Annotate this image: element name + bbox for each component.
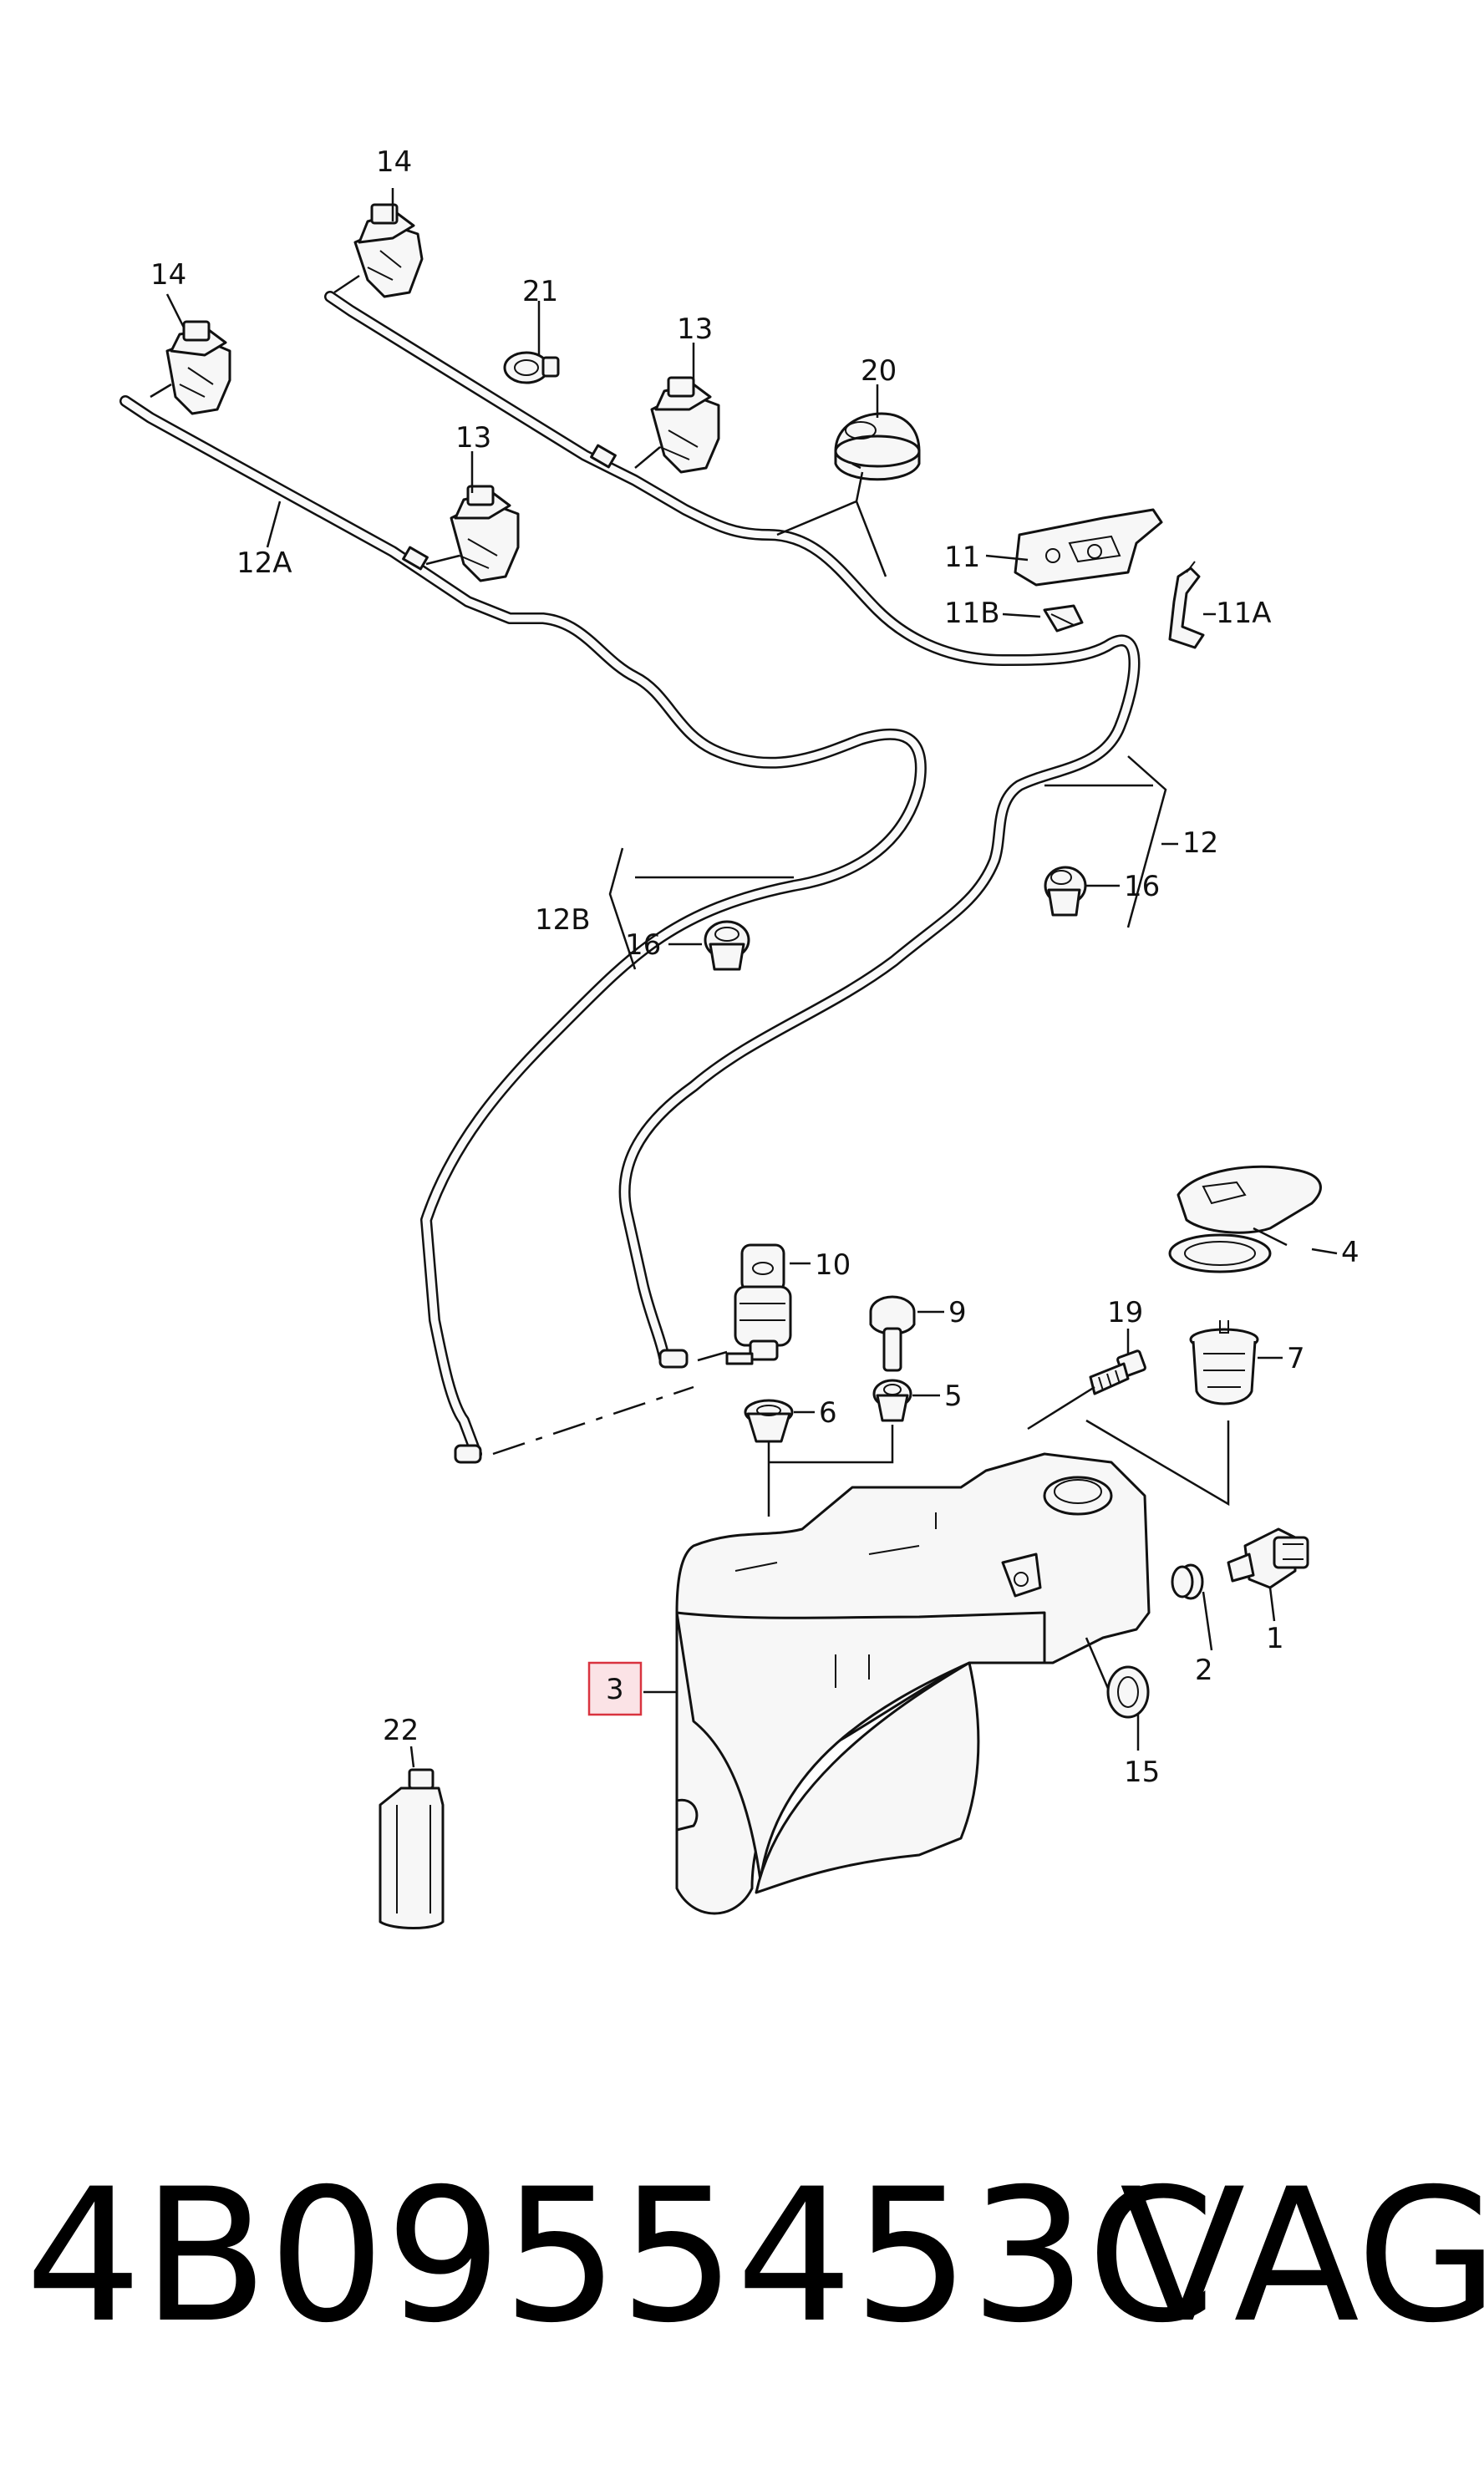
highlight-box-part-3 — [587, 1661, 643, 1716]
clip-11b — [1043, 604, 1084, 633]
label-16-right: 16 — [1124, 870, 1160, 903]
label-2: 2 — [1195, 1654, 1213, 1687]
label-13-right: 13 — [677, 313, 713, 346]
label-12a: 12A — [236, 546, 292, 580]
hose-12a — [119, 395, 927, 1460]
label-10: 10 — [815, 1248, 851, 1282]
nozzle-13-right — [634, 376, 720, 474]
label-12b: 12B — [535, 903, 591, 937]
filler-cap-4 — [1168, 1165, 1322, 1273]
label-11: 11 — [944, 541, 980, 574]
leader-20-fork — [776, 471, 887, 577]
t-connector-12a — [402, 546, 429, 571]
connector-line-pump — [697, 1350, 728, 1362]
label-11a: 11A — [1216, 597, 1272, 630]
grommet-6 — [744, 1399, 794, 1443]
grommet-5 — [872, 1379, 912, 1422]
nozzle-14-top — [333, 203, 424, 298]
washer-tank-3 — [675, 1452, 1151, 1915]
fluid-bottle-22 — [379, 1768, 445, 1929]
clip-11a — [1168, 561, 1205, 649]
hose-end-elbow-12a — [454, 1444, 482, 1464]
filter-7 — [1189, 1320, 1259, 1405]
leader-7-tank — [1085, 1419, 1230, 1507]
bracket-11 — [1014, 508, 1163, 587]
t-connector-12 — [590, 444, 617, 469]
label-14-top: 14 — [376, 145, 412, 179]
callout-labels: 14 14 21 13 20 13 12A 11 11B 11A 12 16 1… — [150, 145, 1359, 1789]
hose-clip-21 — [503, 351, 560, 384]
label-3: 3 — [606, 1673, 624, 1706]
label-9: 9 — [948, 1296, 967, 1329]
brand-name: VAG — [1120, 2149, 1484, 2363]
label-16-left: 16 — [625, 928, 661, 962]
label-14-left: 14 — [150, 258, 186, 292]
plug-9 — [869, 1295, 916, 1372]
grommet-2 — [1171, 1563, 1204, 1600]
grommet-16-left — [704, 920, 750, 971]
grommet-15 — [1106, 1665, 1150, 1719]
label-20: 20 — [861, 354, 897, 388]
label-19: 19 — [1107, 1296, 1143, 1329]
label-1: 1 — [1266, 1622, 1284, 1655]
label-11b: 11B — [944, 597, 1000, 630]
cap-20 — [834, 412, 921, 481]
label-21: 21 — [522, 275, 558, 308]
label-4: 4 — [1341, 1236, 1359, 1269]
leader-19-tank — [1027, 1385, 1095, 1431]
nozzle-13-left — [425, 485, 520, 582]
label-12: 12 — [1182, 826, 1218, 860]
grommet-16-right — [1044, 866, 1087, 917]
level-sensor-1 — [1227, 1527, 1309, 1589]
label-5: 5 — [944, 1380, 963, 1413]
label-7: 7 — [1287, 1342, 1305, 1375]
label-13-left: 13 — [455, 421, 491, 455]
nozzle-14-left — [150, 320, 231, 415]
washer-pump-10 — [725, 1243, 792, 1365]
leader-5-6-tank — [767, 1425, 894, 1517]
part-number: 4B0955453C — [25, 2149, 1216, 2363]
hose-12 — [324, 291, 1141, 1368]
label-15: 15 — [1124, 1756, 1160, 1789]
hose-end-elbow-12 — [658, 1349, 689, 1369]
label-6: 6 — [819, 1396, 837, 1430]
bolt-19 — [1089, 1349, 1146, 1395]
connector-dash-line — [492, 1385, 694, 1456]
label-22: 22 — [383, 1714, 419, 1747]
leader-lines — [165, 188, 1338, 1768]
